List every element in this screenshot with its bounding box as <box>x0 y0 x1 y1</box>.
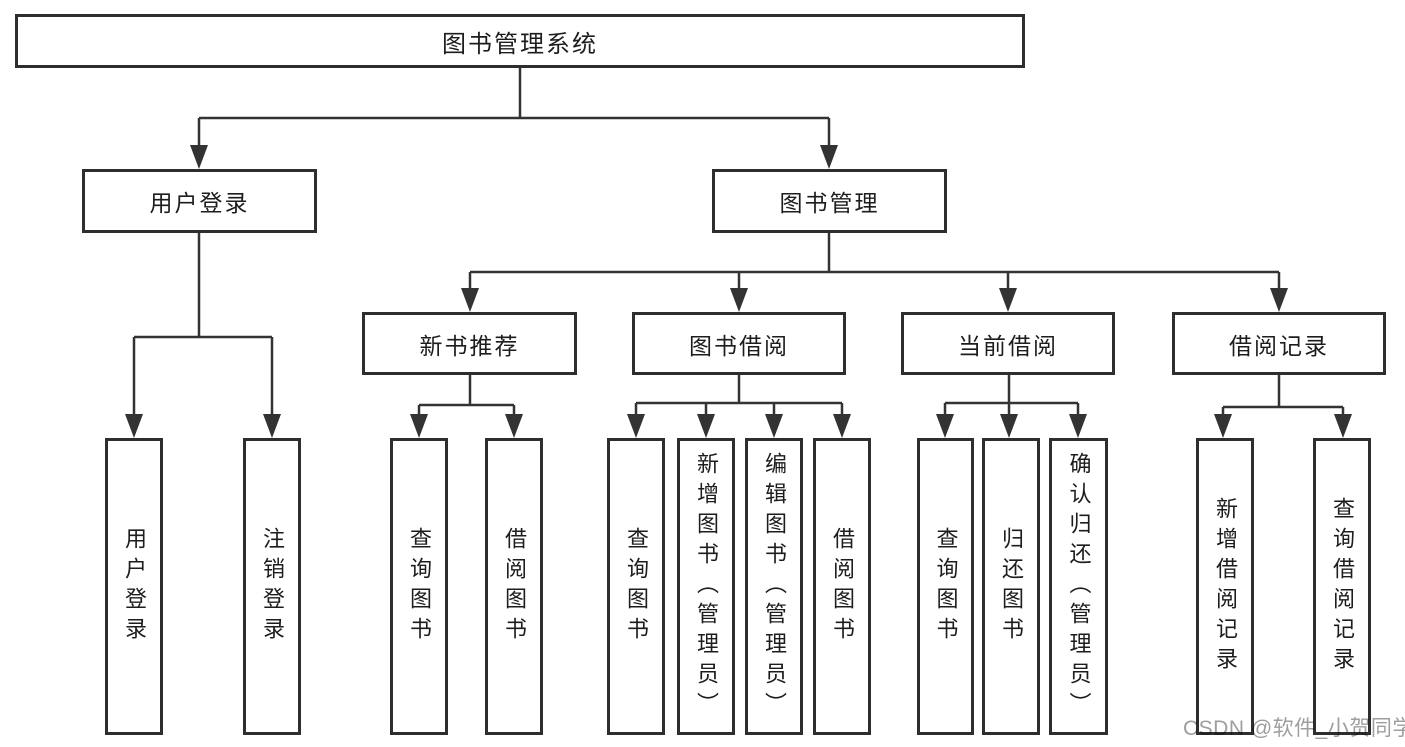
node-borrow-records: 借阅记录 <box>1172 312 1386 375</box>
arrowheads <box>125 145 1352 438</box>
arrow-icon <box>936 414 954 438</box>
arrow-icon <box>730 288 748 312</box>
edge-root-to-level2 <box>197 68 831 148</box>
edge-new-book-children <box>417 375 516 417</box>
node-new-book-recommend: 新书推荐 <box>362 312 577 375</box>
leaf-confirm-return-admin: 确认归还（管理员） <box>1049 438 1108 735</box>
edge-user-login-children <box>132 233 274 417</box>
arrow-icon <box>190 145 208 169</box>
leaf-add-borrow-record: 新增借阅记录 <box>1196 438 1254 735</box>
arrow-icon <box>627 414 645 438</box>
arrow-icon <box>999 288 1017 312</box>
arrow-icon <box>833 414 851 438</box>
arrow-icon <box>505 414 523 438</box>
node-book-management: 图书管理 <box>712 169 947 233</box>
node-current-borrow: 当前借阅 <box>901 312 1115 375</box>
edge-book-mgmt-children <box>468 233 1281 291</box>
node-book-borrow: 图书借阅 <box>632 312 846 375</box>
csdn-watermark: CSDN @软件_小贺同学 <box>1183 717 1405 740</box>
edge-borrow-record-children <box>1221 375 1345 418</box>
arrow-icon <box>1270 288 1288 312</box>
arrow-icon <box>820 145 838 169</box>
arrow-icon <box>765 414 783 438</box>
leaf-user-login: 用户登录 <box>105 438 163 735</box>
leaf-edit-book-admin: 编辑图书（管理员） <box>745 438 803 735</box>
arrow-icon <box>1214 414 1232 438</box>
arrow-icon <box>263 414 281 438</box>
arrow-icon <box>125 414 143 438</box>
leaf-query-borrow-record: 查询借阅记录 <box>1313 438 1371 735</box>
arrow-icon <box>410 414 428 438</box>
arrow-icon <box>1069 414 1087 438</box>
leaf-query-books-recommend: 查询图书 <box>390 438 448 735</box>
leaf-return-books: 归还图书 <box>982 438 1040 735</box>
node-book-management-system: 图书管理系统 <box>15 14 1025 68</box>
arrow-icon <box>1334 414 1352 438</box>
leaf-logout: 注销登录 <box>243 438 301 735</box>
arrow-icon <box>461 288 479 312</box>
leaf-borrow-books-borrow: 借阅图书 <box>813 438 871 735</box>
leaf-add-book-admin: 新增图书（管理员） <box>677 438 735 735</box>
node-user-login: 用户登录 <box>82 169 317 233</box>
arrow-icon <box>697 414 715 438</box>
edge-current-borrow-children <box>943 375 1080 417</box>
leaf-borrow-books-recommend: 借阅图书 <box>485 438 543 735</box>
arrow-icon <box>1000 414 1018 438</box>
leaf-query-books-borrow: 查询图书 <box>607 438 665 735</box>
leaf-query-books-current: 查询图书 <box>917 438 974 735</box>
edge-book-borrow-children <box>634 375 844 417</box>
